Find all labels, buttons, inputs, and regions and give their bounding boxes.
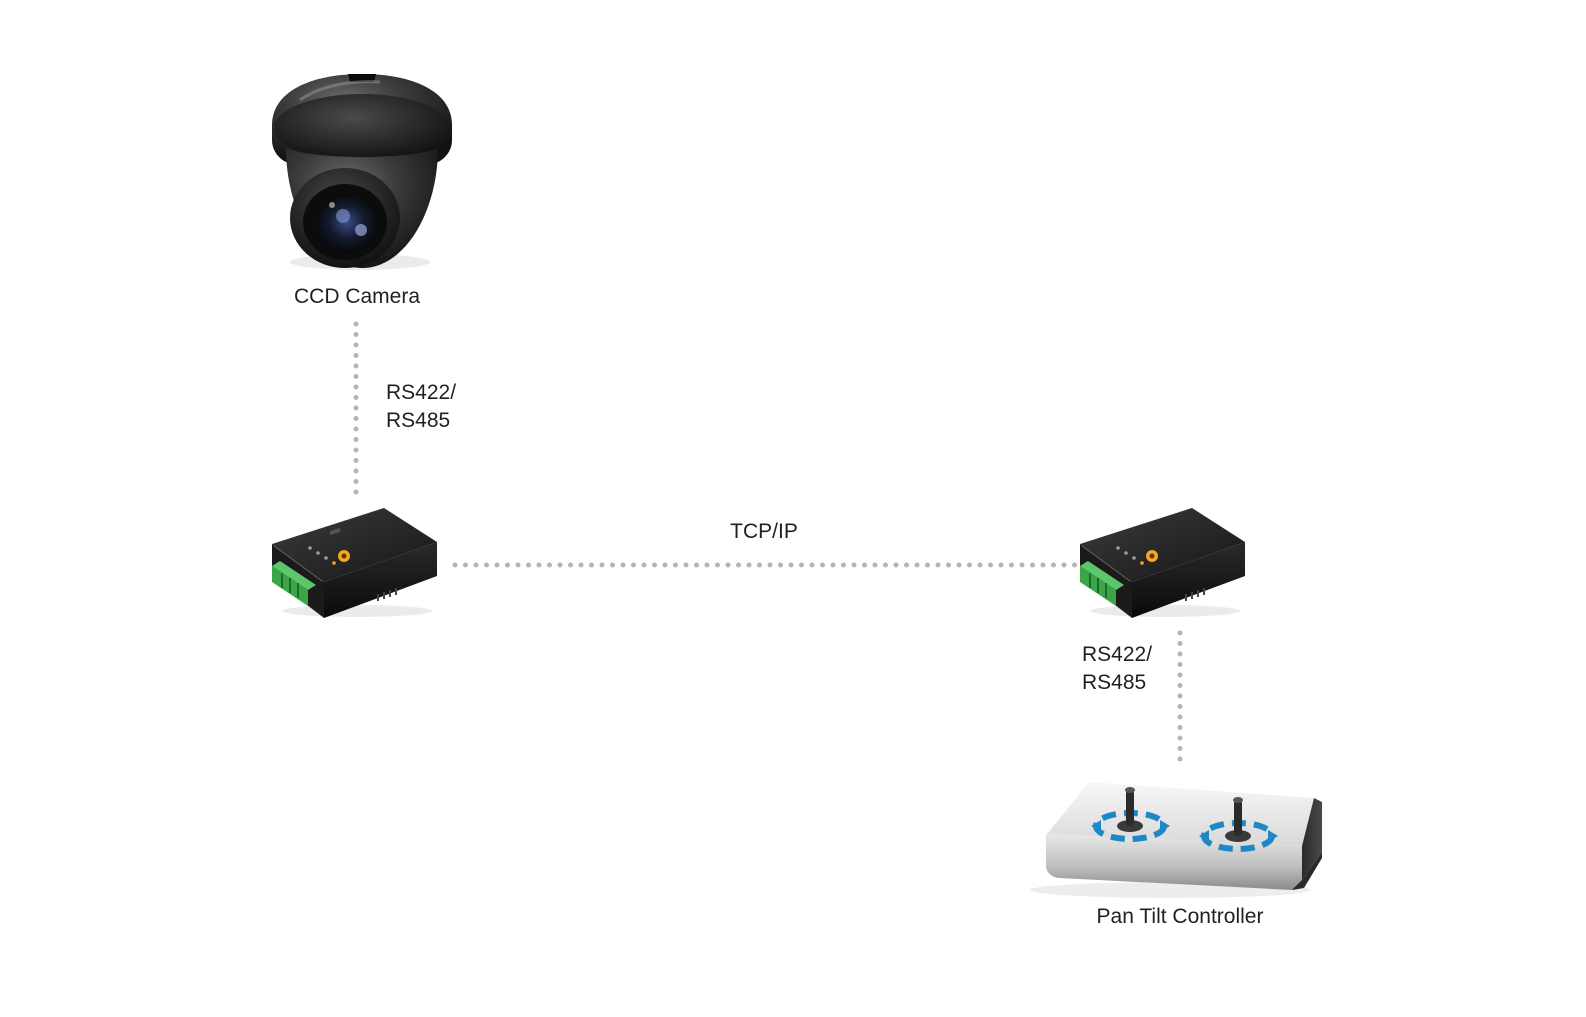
pan-tilt-controller-icon xyxy=(1030,781,1322,898)
rs-link-label-camera-line2: RS485 xyxy=(386,409,451,432)
controller-label: Pan Tilt Controller xyxy=(1096,905,1264,928)
rs-link-label-camera-line1: RS422/ xyxy=(386,381,457,404)
camera-label: CCD Camera xyxy=(293,285,421,308)
rs-link-label-camera: RS422/ RS485 xyxy=(386,379,456,435)
dome-camera-icon xyxy=(272,74,452,270)
serial-device-server-left xyxy=(272,508,437,618)
rs-link-label-controller-line1: RS422/ xyxy=(1082,643,1153,666)
serial-device-server-right xyxy=(1080,508,1245,618)
tcp-ip-label: TCP/IP xyxy=(730,520,798,543)
rs-link-label-controller-line2: RS485 xyxy=(1082,671,1147,694)
rs-link-label-controller: RS422/ RS485 xyxy=(1082,641,1152,697)
